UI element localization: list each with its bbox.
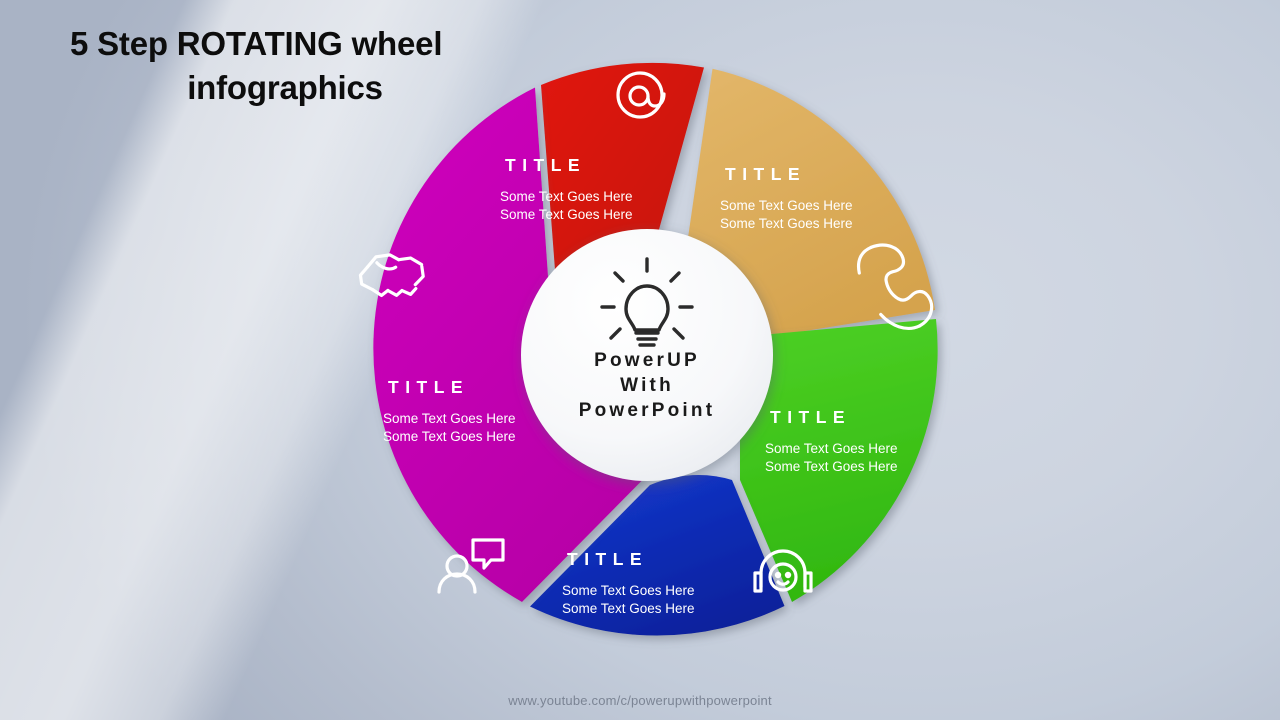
segment-gold[interactable]: TITLE Some Text Goes Here Some Text Goes… [720,164,939,331]
segment-line1-green: Some Text Goes Here [765,441,898,456]
page-title-line-1: 5 Step ROTATING wheel [70,25,443,62]
segment-line2-magenta: Some Text Goes Here [383,429,516,444]
segment-title-gold: TITLE [725,164,806,184]
segment-title-green: TITLE [770,407,851,427]
rotating-wheel-diagram: PowerUP With PowerPoint TITLE Some Text … [340,48,960,668]
phone-handset-icon [856,243,934,330]
segment-line1-red: Some Text Goes Here [500,189,633,204]
segment-green[interactable]: TITLE Some Text Goes Here Some Text Goes… [753,407,898,593]
segment-line2-blue: Some Text Goes Here [562,601,695,616]
segment-line2-gold: Some Text Goes Here [720,216,853,231]
segment-line1-gold: Some Text Goes Here [720,198,853,213]
segment-line2-green: Some Text Goes Here [765,459,898,474]
hub-line-3: PowerPoint [579,400,716,421]
lightbulb-icon [600,257,694,347]
segment-title-red: TITLE [505,155,586,175]
page-title: 5 Step ROTATING wheel infographics [70,22,500,110]
page-title-line-2: infographics [187,69,383,107]
segment-line2-red: Some Text Goes Here [500,207,633,222]
segment-title-magenta: TITLE [388,377,469,397]
at-sign-icon [616,71,666,119]
segment-title-blue: TITLE [567,549,648,569]
hub-line-1: PowerUP [594,350,700,371]
support-agent-icon [753,549,813,593]
footer-url: www.youtube.com/c/powerupwithpowerpoint [508,693,772,708]
hub-line-2: With [620,375,674,396]
segment-line1-magenta: Some Text Goes Here [383,411,516,426]
segment-line1-blue: Some Text Goes Here [562,583,695,598]
